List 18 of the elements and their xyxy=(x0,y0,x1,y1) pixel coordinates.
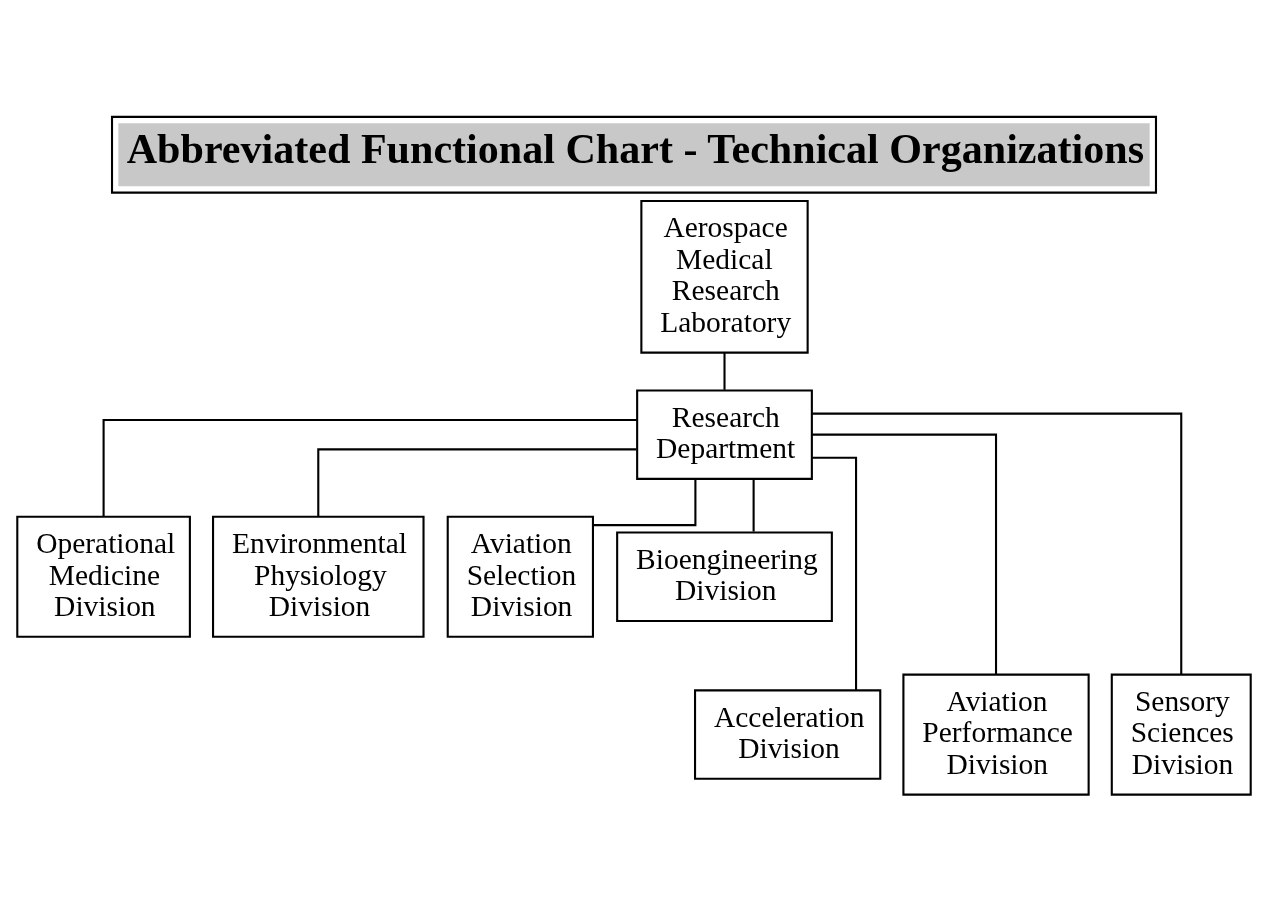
connector xyxy=(812,412,1183,675)
connector xyxy=(102,418,637,517)
node-box: Bioengineering Division xyxy=(616,531,833,622)
node-box: Acceleration Division xyxy=(694,689,882,780)
node-box: Research Department xyxy=(636,389,813,480)
connector xyxy=(812,456,858,691)
node-box: Aviation Performance Division xyxy=(902,673,1090,796)
connector xyxy=(317,448,637,517)
diagram-title: Abbreviated Functional Chart - Technical Organizations xyxy=(126,125,1145,173)
node-box: Aviation Selection Division xyxy=(446,515,594,638)
node-box: Operational Medicine Division xyxy=(16,515,191,638)
connector xyxy=(593,479,697,527)
node-box: Sensory Sciences Division xyxy=(1110,673,1252,796)
connector xyxy=(723,352,726,390)
connector xyxy=(811,433,998,674)
node-box: Aerospace Medical Research Laboratory xyxy=(640,200,809,354)
connector xyxy=(752,479,755,532)
node-box: Environmental Physiology Division xyxy=(212,515,425,638)
